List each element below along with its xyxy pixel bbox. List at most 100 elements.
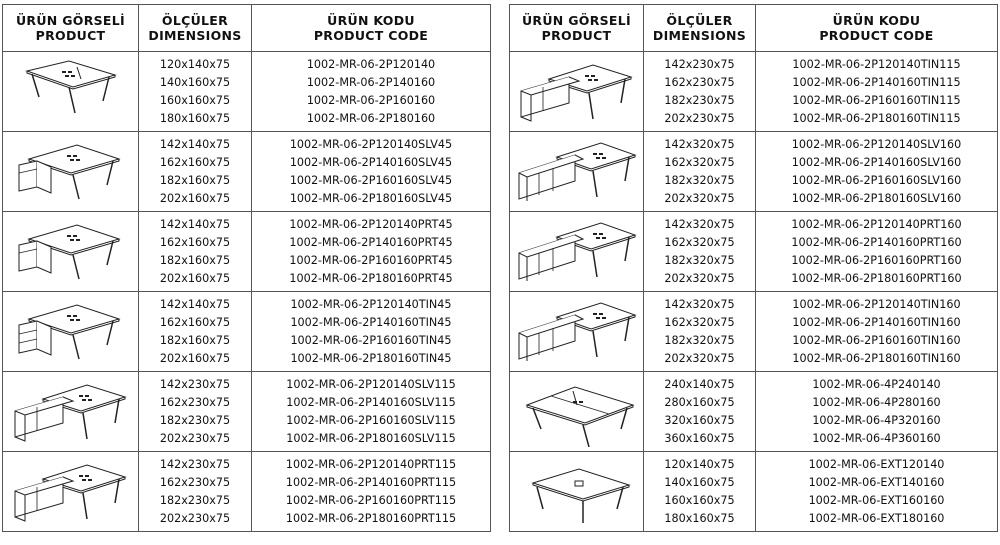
product-image-cell — [509, 211, 644, 292]
header-code-en: PRODUCT CODE — [313, 28, 429, 43]
product-code-value: 1002-MR-06-2P160160PRT45 — [289, 253, 453, 267]
desk-with-side-cabinet-icon — [14, 463, 127, 522]
dimension-value: 182x160x75 — [159, 333, 231, 347]
desk-with-pedestal-icon — [18, 143, 121, 199]
header-dimensions: ÖLÇÜLER DIMENSIONS — [643, 4, 756, 52]
product-code-value: 1002-MR-06-2P180160PRT115 — [285, 511, 457, 525]
desk-with-long-cabinet-icon — [518, 301, 637, 361]
product-code-value: 1002-MR-06-2P140160SLV115 — [286, 395, 456, 409]
dimension-value: 142x230x75 — [159, 457, 231, 471]
product-image-cell — [509, 451, 644, 532]
product-code-cell: 1002-MR-06-2P120140TIN160 1002-MR-06-2P14… — [755, 291, 998, 372]
header-code-en: PRODUCT CODE — [819, 28, 934, 43]
dimension-value: 182x320x75 — [664, 333, 735, 347]
product-code-value: 1002-MR-06-2P120140TIN115 — [792, 57, 961, 71]
product-code-cell: 1002-MR-06-2P120140SLV45 1002-MR-06-2P140… — [251, 131, 491, 212]
product-code-value: 1002-MR-06-2P120140TIN160 — [792, 297, 961, 311]
desk-with-side-cabinet-icon — [520, 63, 633, 122]
dimension-value: 142x320x75 — [664, 297, 735, 311]
header-dim-tr: ÖLÇÜLER — [161, 13, 229, 28]
dimension-value: 182x160x75 — [159, 173, 231, 187]
product-code-value: 1002-MR-06-2P160160PRT160 — [791, 253, 962, 267]
product-image-cell — [509, 371, 644, 452]
dimension-value: 240x140x75 — [664, 377, 735, 391]
dimension-value: 142x230x75 — [664, 57, 735, 71]
product-code-value: 1002-MR-06-2P120140PRT160 — [791, 217, 962, 231]
header-image-en: PRODUCT — [541, 28, 612, 43]
product-image-cell — [2, 451, 139, 532]
dimension-value: 162x320x75 — [664, 155, 735, 169]
product-code-value: 1002-MR-06-2P140160PRT160 — [791, 235, 962, 249]
dimension-value: 202x320x75 — [664, 191, 735, 205]
dimension-value: 182x320x75 — [664, 173, 735, 187]
product-code-cell: 1002-MR-06-2P120140TIN115 1002-MR-06-2P14… — [755, 51, 998, 132]
header-dim-en: DIMENSIONS — [652, 28, 747, 43]
dimension-value: 360x160x75 — [664, 431, 735, 445]
product-code-value: 1002-MR-06-2P140160PRT45 — [289, 235, 453, 249]
header-dim-tr: ÖLÇÜLER — [666, 13, 733, 28]
dimension-value: 202x230x75 — [159, 431, 231, 445]
dimension-value: 202x160x75 — [159, 271, 231, 285]
product-code-value: 1002-MR-06-2P180160SLV115 — [286, 431, 456, 445]
dimension-value: 202x160x75 — [159, 351, 231, 365]
product-code-value: 1002-MR-06-2P140160TIN115 — [792, 75, 961, 89]
header-image-tr: ÜRÜN GÖRSELİ — [15, 13, 125, 28]
product-code-cell: 1002-MR-06-2P120140PRT160 1002-MR-06-2P14… — [755, 211, 998, 292]
product-code-value: 1002-MR-06-2P160160TIN115 — [792, 93, 961, 107]
dimension-value: 142x140x75 — [159, 137, 231, 151]
dimension-value: 202x160x75 — [159, 191, 231, 205]
product-image-cell — [2, 51, 139, 132]
header-image-en: PRODUCT — [35, 28, 106, 43]
header-row: ÜRÜN GÖRSELİ PRODUCT ÖLÇÜLER DIMENSIONS … — [2, 4, 491, 52]
product-code-value: 1002-MR-06-2P140160SLV45 — [289, 155, 453, 169]
product-code-value: 1002-MR-06-2P160160TIN160 — [792, 333, 961, 347]
product-image-cell — [509, 51, 644, 132]
header-dim-en: DIMENSIONS — [148, 28, 242, 43]
dimension-value: 202x230x75 — [159, 511, 231, 525]
product-image-cell — [2, 291, 139, 372]
dimension-value: 120x140x75 — [159, 57, 231, 71]
product-code-value: 1002-MR-06-2P160160SLV115 — [286, 413, 456, 427]
product-code-value: 1002-MR-06-2P140160PRT115 — [285, 475, 457, 489]
product-table-left: ÜRÜN GÖRSELİ PRODUCT ÖLÇÜLER DIMENSIONS … — [2, 4, 491, 532]
desk-icon — [24, 59, 117, 113]
product-image-cell — [2, 131, 139, 212]
product-code-value: 1002-MR-06-EXT160160 — [808, 493, 945, 507]
product-code-value: 1002-MR-06-2P180160SLV160 — [791, 191, 962, 205]
dimension-value: 182x160x75 — [159, 253, 231, 267]
dimension-value: 162x230x75 — [664, 75, 735, 89]
dimension-value: 162x230x75 — [159, 475, 231, 489]
product-code-value: 1002-MR-06-2P160160 — [306, 93, 436, 107]
product-code-value: 1002-MR-06-EXT140160 — [808, 475, 945, 489]
dimension-value: 180x160x75 — [664, 511, 735, 525]
header-code-tr: ÜRÜN KODU — [327, 13, 415, 28]
dimension-value: 202x320x75 — [664, 271, 735, 285]
product-code-value: 1002-MR-06-2P180160TIN115 — [792, 111, 961, 125]
quad-desk-icon — [524, 385, 635, 447]
product-code-value: 1002-MR-06-2P180160 — [306, 111, 436, 125]
dimension-value: 160x160x75 — [664, 493, 735, 507]
dimension-value: 182x230x75 — [664, 93, 735, 107]
product-code-value: 1002-MR-06-4P240140 — [812, 377, 941, 391]
dimension-value: 142x230x75 — [159, 377, 231, 391]
dimension-value: 182x230x75 — [159, 413, 231, 427]
product-code-value: 1002-MR-06-2P120140SLV45 — [289, 137, 453, 151]
product-code-value: 1002-MR-06-2P140160TIN160 — [792, 315, 961, 329]
product-code-value: 1002-MR-06-2P140160TIN45 — [290, 315, 452, 329]
